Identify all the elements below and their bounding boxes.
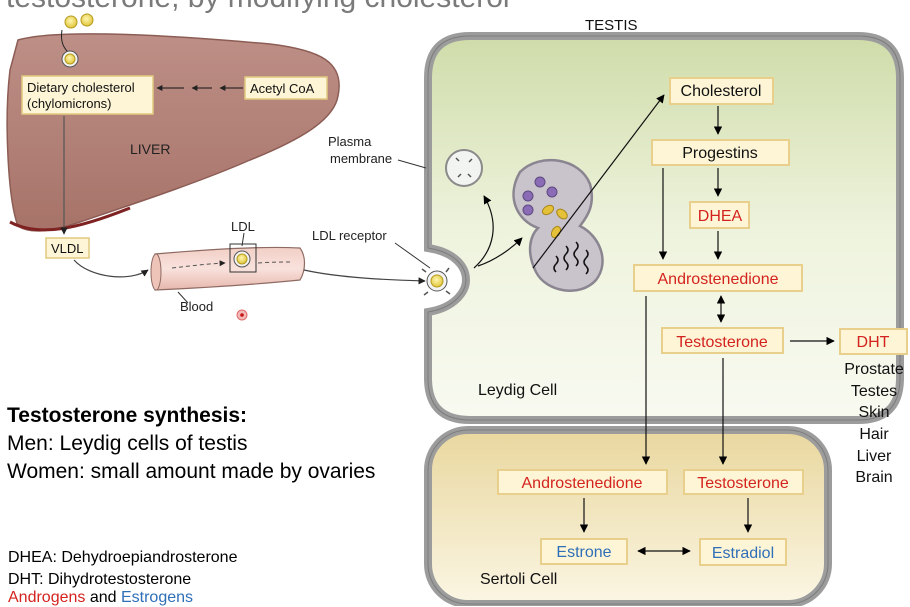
- sertoli-testosterone-label: Testosterone: [697, 475, 789, 492]
- dietary-cholesterol-box: [21, 75, 154, 115]
- dht-definition: DHT: Dihydrotestosterone: [8, 571, 192, 588]
- endocytosis-arrow: [477, 237, 523, 267]
- dht-target: Skin: [858, 404, 889, 421]
- dhea-box: [689, 201, 750, 229]
- legend-estrogens: Estrogens: [120, 589, 194, 606]
- blood-to-receptor-arrow: [303, 269, 426, 285]
- acetyl-coa-label: Acetyl CoA: [250, 81, 315, 96]
- dht-target: Liver: [857, 448, 892, 465]
- testis-label: TESTIS: [585, 17, 638, 34]
- endosome-lysosome: [512, 158, 604, 292]
- dht-box: [839, 328, 908, 355]
- header-title-fragment: testosterone, by modifying cholesterol: [6, 0, 510, 14]
- dht-target: Brain: [855, 469, 892, 486]
- estradiol-box: [699, 538, 787, 566]
- dht-target: Prostate: [844, 361, 904, 378]
- vldl-to-blood-arrow: [73, 259, 149, 278]
- plasma-membrane-pointer: [397, 159, 427, 169]
- estrone-label: Estrone: [556, 544, 611, 561]
- progestins-box: [651, 139, 790, 166]
- blood-vessel: [150, 243, 306, 291]
- sertoli-androstenedione-label: Androstenedione: [522, 475, 643, 492]
- dht-target-list: Prostate Testes Skin Hair Liver Brain: [844, 361, 904, 486]
- liver-label: LIVER: [130, 141, 170, 157]
- legend-androgens: Androgens: [8, 589, 86, 606]
- estrone-box: [540, 538, 628, 565]
- legend-and: and: [85, 589, 121, 606]
- sertoli-testosterone-box: [683, 469, 804, 495]
- blood-label: Blood: [180, 299, 213, 314]
- cursor-marker: [236, 309, 248, 321]
- acetyl-coa-box: [244, 76, 328, 100]
- synthesis-title: Testosterone synthesis:: [7, 404, 248, 427]
- dht-target: Testes: [851, 383, 897, 400]
- leydig-androstenedione-box: [633, 264, 803, 292]
- progestins-label: Progestins: [682, 145, 758, 162]
- dietary-cholesterol-line2: (chylomicrons): [27, 96, 112, 111]
- receptor-recycle-arrow: [473, 195, 494, 269]
- cholesterol-label: Cholesterol: [681, 83, 762, 100]
- ldl-receptor-label: LDL receptor: [312, 228, 387, 243]
- leydig-cell-label: Leydig Cell: [478, 382, 557, 399]
- ldl-pointer-line: [241, 232, 245, 247]
- cholesterol-box: [669, 77, 774, 105]
- blood-pointer-line: [177, 291, 189, 304]
- sertoli-cell-label: Sertoli Cell: [480, 571, 557, 588]
- estradiol-label: Estradiol: [712, 545, 774, 562]
- dht-target: Hair: [859, 426, 889, 443]
- leydig-testosterone-box: [661, 327, 784, 354]
- vldl-box: [45, 237, 90, 259]
- synthesis-women: Women: small amount made by ovaries: [7, 460, 376, 483]
- plasma-membrane-line2: membrane: [330, 151, 392, 166]
- lysosome-to-cholesterol-arrow: [532, 94, 665, 269]
- dhea-definition: DHEA: Dehydroepiandrosterone: [8, 549, 238, 566]
- dhea-label: DHEA: [698, 208, 743, 225]
- liver-organ: [6, 33, 340, 232]
- ldl-label: LDL: [231, 219, 255, 234]
- leydig-cell: [424, 32, 904, 424]
- ldl-receptor-pointer: [394, 242, 431, 269]
- synthesis-men: Men: Leydig cells of testis: [7, 432, 248, 455]
- color-legend: Androgens and Estrogens: [8, 589, 193, 607]
- plasma-membrane-line1: Plasma: [328, 134, 372, 149]
- dietary-cholesterol-line1: Dietary cholesterol: [27, 80, 135, 95]
- chylomicron-particles: [61, 13, 94, 68]
- leydig-testosterone-label: Testosterone: [676, 334, 768, 351]
- ldl-receptor-pit: [421, 267, 451, 296]
- dht-label: DHT: [857, 334, 890, 351]
- recycled-receptor-vesicle: [445, 149, 483, 187]
- vldl-label: VLDL: [51, 241, 84, 256]
- sertoli-androstenedione-box: [497, 469, 668, 495]
- leydig-androstenedione-label: Androstenedione: [658, 271, 779, 288]
